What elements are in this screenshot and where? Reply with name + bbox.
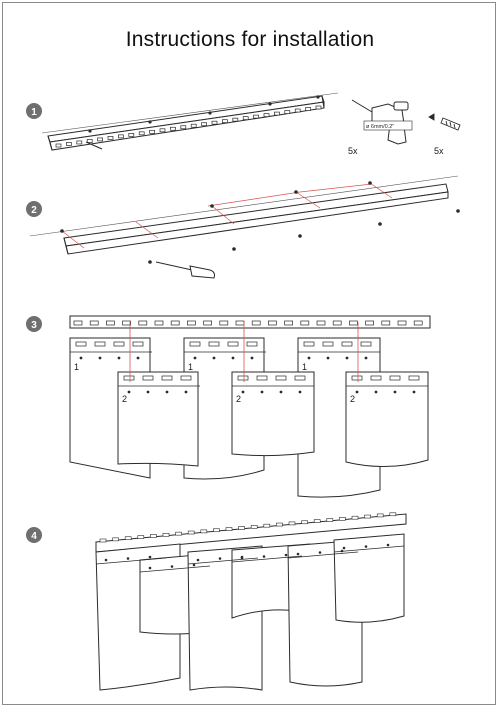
svg-text:2: 2 <box>350 394 355 404</box>
step-4-curtain-strips <box>95 533 405 691</box>
screw-anchor-icon <box>428 113 461 131</box>
svg-text:2: 2 <box>122 394 127 404</box>
step-2-rail <box>29 175 459 255</box>
step-3-panel-labels: 1 1 1 2 2 2 <box>74 362 355 404</box>
svg-text:1: 1 <box>302 362 307 372</box>
step-4-strip-hooks <box>95 543 405 573</box>
page-border <box>2 2 496 705</box>
screwdriver-icon <box>155 261 215 279</box>
drill-bit-size-label: ø 6mm/0.2" <box>366 124 394 130</box>
svg-text:1: 1 <box>31 107 37 118</box>
step-1-rail <box>41 92 339 151</box>
step-1-rail-teeth <box>55 105 322 148</box>
step-3-panel-hooks <box>70 341 428 394</box>
drill-icon <box>351 99 413 145</box>
step-2-badge: 2 <box>26 201 42 217</box>
step-1-badge: 1 <box>26 103 42 119</box>
step-4-badge: 4 <box>26 527 42 543</box>
screw-quantity: 5x <box>434 146 444 156</box>
step-3-panels-layer-2 <box>117 371 429 467</box>
svg-text:2: 2 <box>31 205 37 216</box>
page-title: Instructions for installation <box>125 28 375 51</box>
svg-text:2: 2 <box>236 394 241 404</box>
svg-text:1: 1 <box>74 362 79 372</box>
svg-text:4: 4 <box>31 531 37 542</box>
step-2-alignment-guides <box>61 182 393 249</box>
step-3-rail-hooks <box>73 320 423 326</box>
drill-quantity: 5x <box>348 146 358 156</box>
step-2-anchor-points <box>60 181 460 264</box>
step-3-panels-layer-1 <box>69 337 381 498</box>
svg-text:3: 3 <box>31 320 37 331</box>
step-3-badge: 3 <box>26 316 42 332</box>
step-3-alignment-guides <box>129 322 359 382</box>
svg-text:1: 1 <box>188 362 193 372</box>
step-4-rail-hooks <box>99 512 397 543</box>
step-1-screw-marks <box>85 95 320 150</box>
